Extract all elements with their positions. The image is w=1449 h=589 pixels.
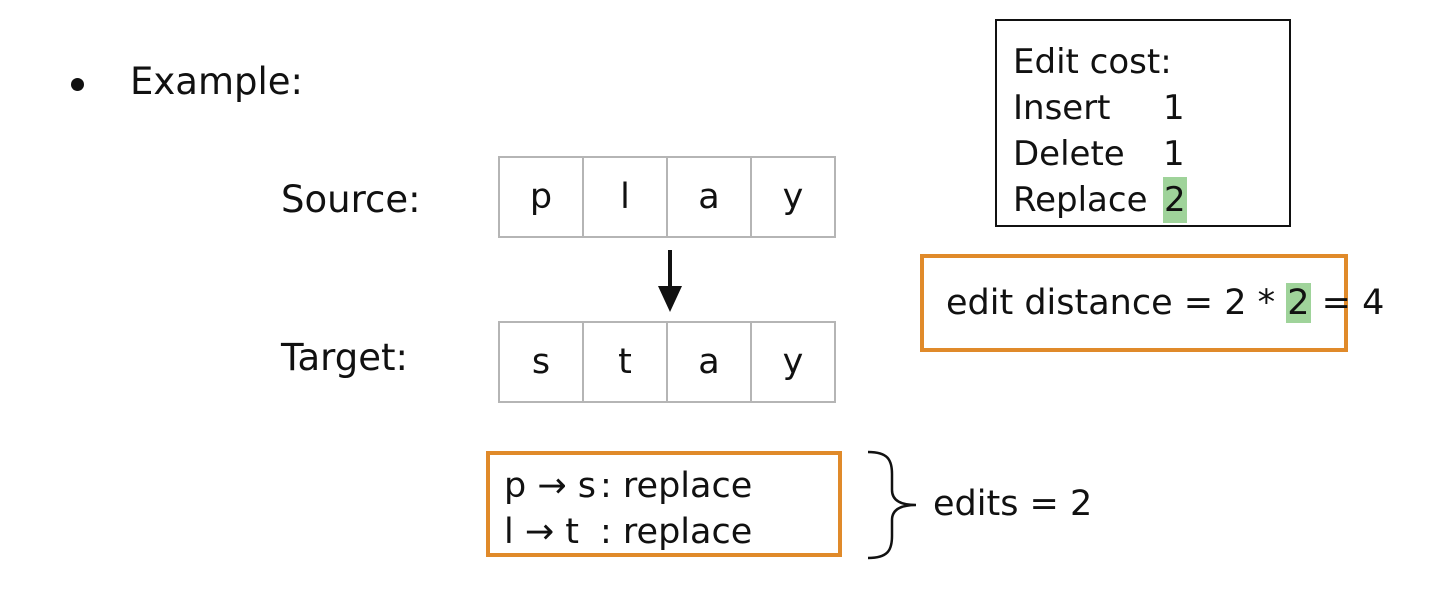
- cost-value: 1: [1163, 134, 1185, 174]
- edit-line: p → s : replace: [504, 463, 838, 509]
- source-letter-row: p l a y: [498, 156, 836, 238]
- highlighted-cost-value: 2: [1163, 177, 1187, 223]
- cost-name: Replace: [1013, 180, 1148, 220]
- edit-distance-highlight: 2: [1286, 283, 1311, 323]
- edit-distance-box: edit distance = 2 * 2 = 4: [920, 254, 1384, 352]
- target-letter-cell: y: [782, 341, 804, 382]
- source-letter-cell: l: [584, 158, 668, 236]
- example-label: Example:: [130, 60, 303, 103]
- edit-distance-suffix: = 4: [1310, 283, 1385, 323]
- edit-line: l → t : replace: [504, 509, 838, 555]
- bullet-icon: [71, 78, 84, 91]
- cost-row-replace: Replace 2: [1013, 177, 1289, 223]
- cost-name: Insert: [1013, 88, 1111, 128]
- edit-distance-prefix: edit distance = 2 *: [946, 283, 1287, 323]
- edit-operation: : replace: [600, 512, 753, 552]
- edits-summary: edits = 2: [933, 484, 1093, 524]
- edit-mapping: l → t: [504, 512, 580, 552]
- right-brace-icon: [867, 450, 917, 560]
- target-letter-cell: s: [500, 323, 584, 401]
- target-label: Target:: [281, 336, 408, 379]
- edits-box: p → s : replace l → t : replace: [486, 451, 842, 557]
- source-label: Source:: [281, 178, 421, 221]
- edit-mapping: p → s: [504, 466, 597, 506]
- cost-name: Delete: [1013, 134, 1125, 174]
- edit-operation: : replace: [600, 466, 753, 506]
- edit-cost-title: Edit cost:: [1013, 42, 1172, 82]
- cost-row-delete: Delete 1: [1013, 131, 1289, 177]
- source-letter-cell: p: [500, 158, 584, 236]
- cost-row-insert: Insert 1: [1013, 85, 1289, 131]
- cost-value: 1: [1163, 88, 1185, 128]
- source-letter-cell: a: [668, 158, 752, 236]
- target-letter-row: s t a y: [498, 321, 836, 403]
- source-letter-cell: y: [782, 176, 804, 217]
- target-letter-cell: a: [668, 323, 752, 401]
- target-letter-cell: t: [584, 323, 668, 401]
- down-arrow-icon: [658, 250, 682, 312]
- edit-cost-box: Edit cost: Insert 1 Delete 1 Replace 2: [995, 19, 1291, 227]
